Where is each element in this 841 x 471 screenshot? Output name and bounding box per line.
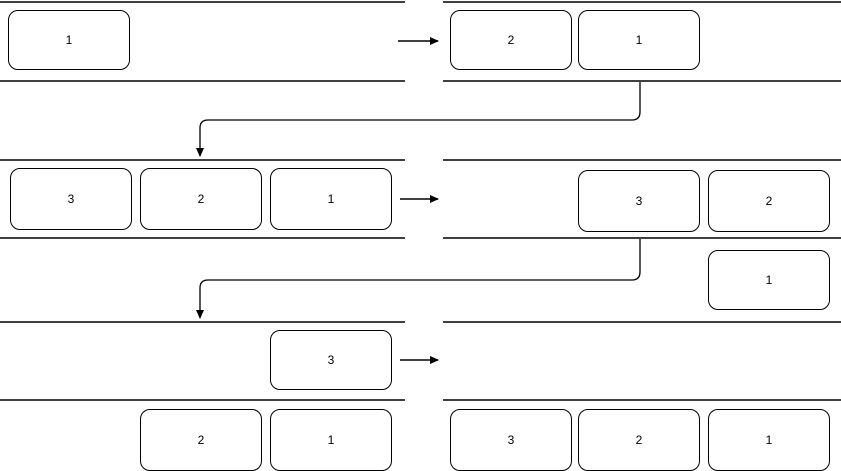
stack-card[interactable]: 2 bbox=[140, 168, 262, 230]
stack-card-label: 3 bbox=[327, 353, 335, 367]
stack-card[interactable]: 2 bbox=[140, 409, 262, 471]
stack-card[interactable]: 2 bbox=[578, 409, 700, 471]
stack-card-label: 3 bbox=[635, 194, 643, 208]
stack-card[interactable]: 2 bbox=[450, 10, 572, 70]
stack-card[interactable]: 1 bbox=[8, 10, 130, 70]
stack-card[interactable]: 1 bbox=[578, 10, 700, 70]
stack-card[interactable]: 1 bbox=[708, 250, 830, 310]
connector-paths bbox=[196, 82, 641, 319]
stack-card-label: 2 bbox=[635, 433, 643, 447]
stack-card-label: 3 bbox=[507, 433, 515, 447]
stack-card-label: 1 bbox=[635, 33, 643, 47]
arrow-paths bbox=[398, 37, 439, 364]
stack-card-label: 1 bbox=[765, 433, 773, 447]
stack-card[interactable]: 3 bbox=[270, 330, 392, 390]
stack-card[interactable]: 1 bbox=[270, 409, 392, 471]
stack-card[interactable]: 1 bbox=[270, 168, 392, 230]
stack-card[interactable]: 3 bbox=[450, 409, 572, 471]
stack-card[interactable]: 2 bbox=[708, 170, 830, 232]
stack-card-label: 2 bbox=[507, 33, 515, 47]
stack-card[interactable]: 3 bbox=[10, 168, 132, 230]
stack-card[interactable]: 3 bbox=[578, 170, 700, 232]
stack-card-label: 3 bbox=[67, 192, 75, 206]
stack-card-label: 2 bbox=[197, 192, 205, 206]
stack-card-label: 1 bbox=[765, 273, 773, 287]
stack-card-label: 1 bbox=[327, 433, 335, 447]
connector-row2-right-to-row3-left bbox=[196, 239, 641, 319]
stack-card[interactable]: 1 bbox=[708, 409, 830, 471]
stack-card-label: 2 bbox=[197, 433, 205, 447]
stack-card-label: 1 bbox=[65, 33, 73, 47]
stack-card-label: 1 bbox=[327, 192, 335, 206]
connector-row1-right-to-row2-left bbox=[196, 82, 641, 157]
stack-card-label: 2 bbox=[765, 194, 773, 208]
